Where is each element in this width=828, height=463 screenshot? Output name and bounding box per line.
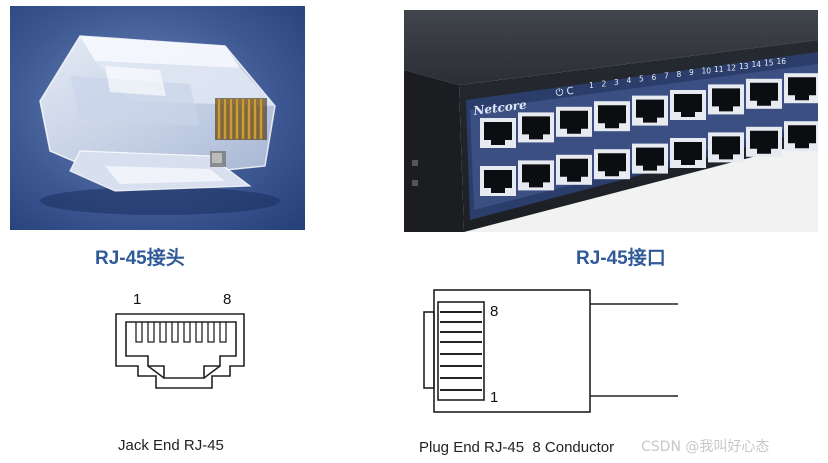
watermark: CSDN @我叫好心态 [641, 439, 770, 455]
port-number-2: 2 [602, 79, 607, 88]
switch-port-bottom-9 [784, 121, 820, 152]
jack-end-diagram [112, 308, 252, 398]
switch-brand-text: Netcore [472, 98, 528, 119]
switch-caption: RJ-45接口 [576, 248, 666, 269]
port-number-5: 5 [639, 75, 644, 84]
switch-port-top-2 [518, 112, 554, 143]
port-number-15: 15 [764, 59, 774, 68]
switch-port-top-6 [670, 90, 706, 120]
plug-end-diagram [420, 282, 682, 418]
port-number-10: 10 [702, 67, 712, 76]
switch-port-top-9 [784, 73, 820, 104]
switch-port-top-1 [480, 118, 516, 148]
switch-port-bottom-3 [556, 154, 592, 185]
switch-port-bottom-8 [746, 126, 782, 157]
switch-port-top-7 [708, 84, 744, 115]
rj45-plug-photo [10, 6, 305, 230]
switch-port-bottom-1 [480, 166, 516, 196]
port-number-4: 4 [627, 76, 632, 85]
switch-port-top-5 [632, 95, 668, 126]
port-number-13: 13 [739, 62, 749, 71]
port-number-3: 3 [614, 78, 619, 87]
switch-port-bottom-7 [708, 132, 744, 163]
jack-end-label: Jack End RJ-45 [118, 437, 224, 454]
port-number-16: 16 [777, 57, 787, 66]
port-number-9: 9 [689, 68, 694, 77]
port-number-7: 7 [664, 71, 669, 80]
port-number-6: 6 [652, 73, 657, 82]
jack-pin-8-label: 8 [223, 291, 232, 308]
port-number-14: 14 [752, 60, 762, 69]
jack-pin-1-label: 1 [133, 291, 142, 308]
switch-port-bottom-6 [670, 138, 706, 168]
plug-end-label: Plug End RJ-45 8 Conductor [419, 439, 615, 456]
plug-caption: RJ-45接头 [95, 248, 185, 269]
port-number-11: 11 [714, 65, 724, 74]
plug-pin-1-label: 1 [490, 389, 499, 406]
port-number-12: 12 [727, 63, 737, 72]
port-number-1: 1 [589, 81, 594, 90]
switch-port-top-4 [594, 101, 630, 132]
port-number-8: 8 [677, 70, 682, 79]
svg-text:⏻ C: ⏻ C [555, 86, 574, 99]
switch-port-bottom-2 [518, 160, 554, 191]
switch-port-bottom-5 [632, 143, 668, 174]
plug-pin-8-label: 8 [490, 303, 499, 320]
switch-port-top-3 [556, 106, 592, 137]
switch-port-bottom-4 [594, 149, 630, 180]
switch-port-top-8 [746, 78, 782, 109]
